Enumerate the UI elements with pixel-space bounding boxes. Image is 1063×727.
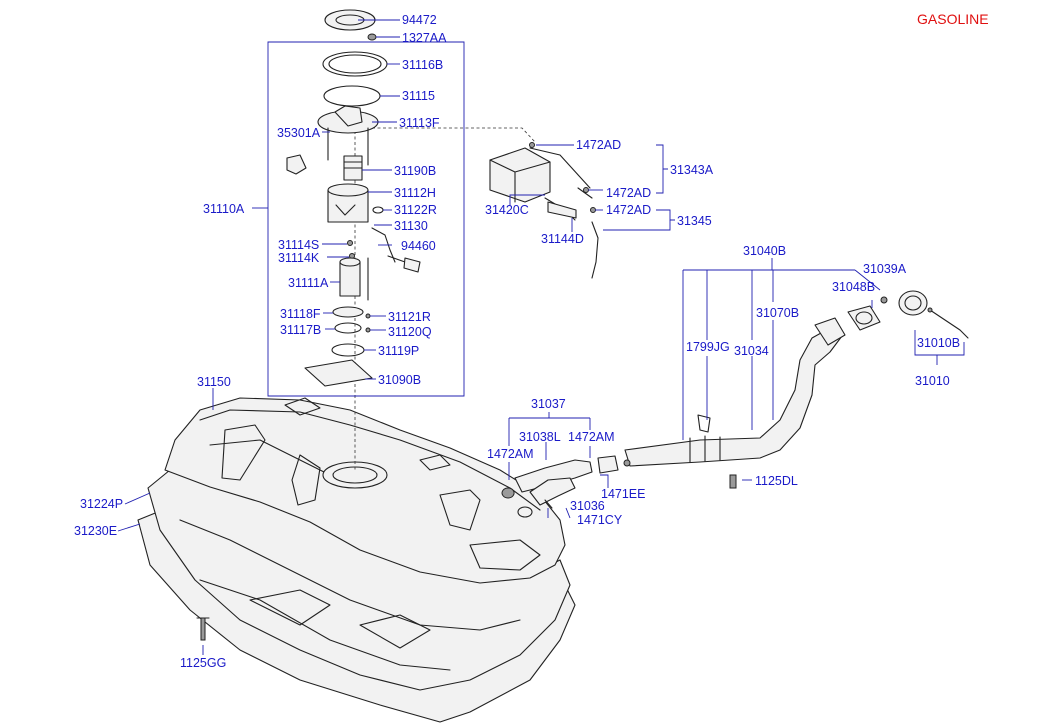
part-label: 1472AM xyxy=(487,447,534,461)
part-label: 31122R xyxy=(394,203,437,217)
part-label: 31034 xyxy=(734,344,769,358)
filler-neck-drawing xyxy=(514,290,969,509)
part-label: 31070B xyxy=(756,306,799,320)
part-label: 31150 xyxy=(197,375,231,389)
part-label: 31112H xyxy=(394,186,436,200)
part-label: 31010B xyxy=(917,336,960,350)
canister-drawing xyxy=(489,142,599,279)
part-label: 1472AM xyxy=(568,430,615,444)
part-label: 31420C xyxy=(485,203,529,217)
part-label: 94460 xyxy=(401,239,436,253)
part-label: 31040B xyxy=(743,244,786,258)
part-label: 31039A xyxy=(863,262,907,276)
tank-upper-shell xyxy=(164,397,566,584)
part-label: 31115 xyxy=(402,89,435,103)
part-label: 1472AD xyxy=(606,203,651,217)
part-label: 31090B xyxy=(378,373,421,387)
part-label: 1327AA xyxy=(402,31,447,45)
part-label: 1799JG xyxy=(686,340,730,354)
pump-parts-drawing xyxy=(286,9,421,387)
part-label: 31119P xyxy=(378,344,419,358)
vapor-line-dashed xyxy=(372,127,536,143)
part-label: 31116B xyxy=(402,58,443,72)
part-label: 31224P xyxy=(80,497,123,511)
part-label: 31118F xyxy=(280,307,321,321)
part-label: 31117B xyxy=(280,323,321,337)
part-label: 94472 xyxy=(402,13,437,27)
part-label: 1471EE xyxy=(601,487,645,501)
part-label: 31345 xyxy=(677,214,712,228)
part-label: 31230E xyxy=(74,524,117,538)
part-label: 31010 xyxy=(915,374,950,388)
pump-group-box xyxy=(267,41,465,397)
part-label: 31130 xyxy=(394,219,428,233)
part-label: 31036 xyxy=(570,499,605,513)
part-label: 31037 xyxy=(531,397,566,411)
part-label: 1125DL xyxy=(755,474,798,488)
part-label: 31111A xyxy=(288,276,329,290)
part-label: 31114S xyxy=(278,238,319,252)
part-label: 31144D xyxy=(541,232,584,246)
part-label: 31110A xyxy=(203,202,245,216)
part-label: 31121R xyxy=(388,310,431,324)
part-label: 31038L xyxy=(519,430,561,444)
part-label: 1472AD xyxy=(606,186,651,200)
variant-label: GASOLINE xyxy=(917,11,989,27)
part-label: 31120Q xyxy=(388,325,432,339)
part-label: 1471CY xyxy=(577,513,623,527)
fuel-tank-drawing xyxy=(137,397,576,723)
part-label: 35301A xyxy=(277,126,321,140)
part-label: 1472AD xyxy=(576,138,621,152)
part-label: 31343A xyxy=(670,163,714,177)
part-label: 1125GG xyxy=(180,656,226,670)
part-label: 31190B xyxy=(394,164,436,178)
part-label: 31114K xyxy=(278,251,320,265)
part-label: 31113F xyxy=(399,116,440,130)
part-label: 31048B xyxy=(832,280,875,294)
